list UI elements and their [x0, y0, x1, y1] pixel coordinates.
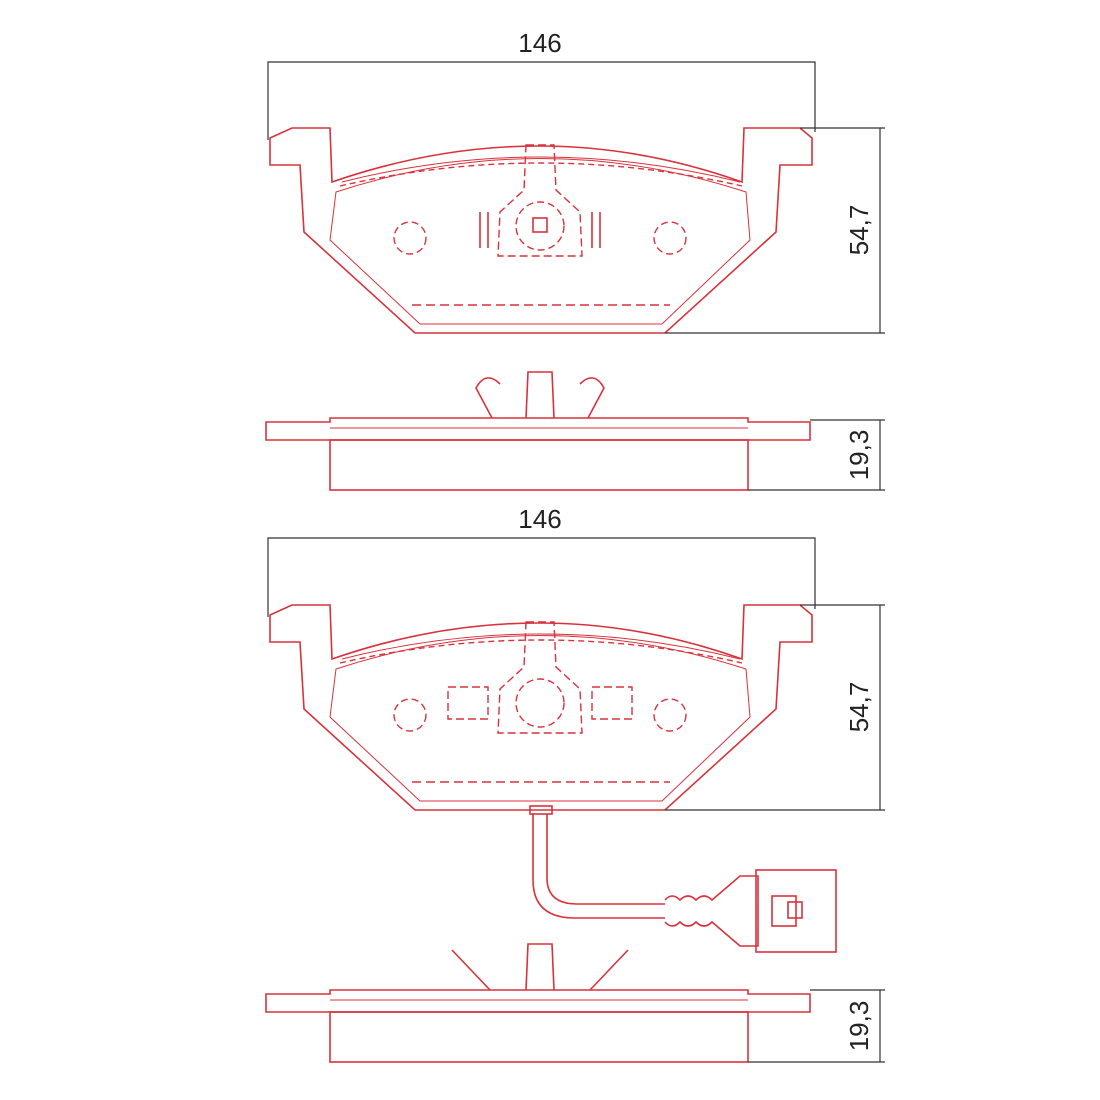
- top-pad-side-view: [265, 371, 811, 491]
- top-dimensions: 146 54,7 19,3: [267, 28, 885, 491]
- bottom-width-label: 146: [518, 504, 561, 534]
- bottom-pad-side-view: [265, 943, 811, 1063]
- bottom-thickness-label: 19,3: [844, 1001, 874, 1052]
- bottom-height-label: 54,7: [844, 682, 874, 733]
- bottom-dimensions: 146 54,7 19,3: [267, 504, 885, 1063]
- top-height-label: 54,7: [844, 205, 874, 256]
- bottom-pad-face-view: [269, 604, 813, 811]
- top-thickness-label: 19,3: [844, 430, 874, 481]
- top-width-label: 146: [518, 28, 561, 58]
- top-pad-face-view: [269, 127, 813, 334]
- wear-sensor: [529, 805, 837, 953]
